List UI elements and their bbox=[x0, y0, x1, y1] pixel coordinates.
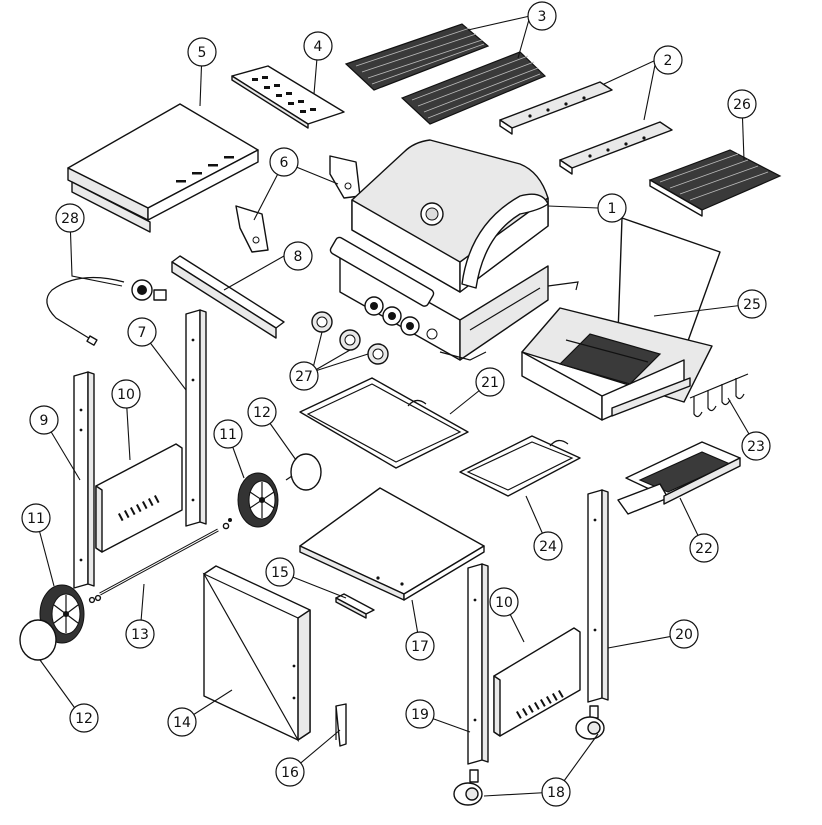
callout-6: 6 bbox=[269, 147, 299, 177]
svg-text:28: 28 bbox=[61, 211, 79, 227]
part-caster-right bbox=[575, 705, 605, 740]
callout-15: 15 bbox=[265, 557, 295, 587]
svg-text:21: 21 bbox=[481, 375, 499, 391]
part-side-burner bbox=[521, 217, 721, 421]
svg-text:2: 2 bbox=[664, 53, 673, 69]
callout-13: 13 bbox=[125, 619, 155, 649]
svg-text:17: 17 bbox=[411, 639, 429, 655]
svg-text:13: 13 bbox=[131, 627, 149, 643]
callout-11-lower: 11 bbox=[21, 503, 51, 533]
callout-10-right: 10 bbox=[489, 587, 519, 617]
svg-text:24: 24 bbox=[539, 539, 557, 555]
part-hubcap-upper bbox=[285, 453, 322, 491]
svg-text:7: 7 bbox=[138, 325, 147, 341]
svg-text:15: 15 bbox=[271, 565, 289, 581]
svg-text:16: 16 bbox=[281, 765, 299, 781]
part-leg-front-left bbox=[73, 371, 95, 589]
callout-14: 14 bbox=[167, 707, 197, 737]
part-leg-front-center bbox=[467, 563, 489, 765]
svg-text:10: 10 bbox=[495, 595, 513, 611]
callout-23: 23 bbox=[741, 431, 771, 461]
svg-text:12: 12 bbox=[75, 711, 93, 727]
callout-21: 21 bbox=[475, 367, 505, 397]
callout-7: 7 bbox=[127, 317, 157, 347]
svg-text:27: 27 bbox=[295, 369, 313, 385]
svg-text:22: 22 bbox=[695, 541, 713, 557]
callout-24: 24 bbox=[533, 531, 563, 561]
callout-12-upper: 12 bbox=[247, 397, 277, 427]
part-infrared-burner bbox=[617, 441, 741, 515]
svg-text:9: 9 bbox=[40, 413, 49, 429]
svg-text:6: 6 bbox=[280, 155, 289, 171]
part-leg-rear-far bbox=[587, 489, 609, 703]
callout-16: 16 bbox=[275, 757, 305, 787]
part-door-handle bbox=[335, 703, 347, 747]
part-warming-rack bbox=[648, 149, 782, 217]
callout-8: 8 bbox=[283, 241, 313, 271]
part-rear-rail bbox=[171, 255, 285, 339]
part-hubcap-lower bbox=[19, 619, 57, 661]
svg-text:20: 20 bbox=[675, 627, 693, 643]
svg-text:18: 18 bbox=[547, 785, 565, 801]
callout-27: 27 bbox=[289, 361, 319, 391]
svg-text:5: 5 bbox=[198, 45, 207, 61]
part-drip-tray bbox=[299, 377, 469, 469]
callout-26: 26 bbox=[727, 89, 757, 119]
svg-text:23: 23 bbox=[747, 439, 765, 455]
svg-text:10: 10 bbox=[117, 387, 135, 403]
svg-text:19: 19 bbox=[411, 707, 429, 723]
part-side-panel-left bbox=[95, 443, 183, 553]
part-door-panel bbox=[202, 565, 311, 743]
part-axle bbox=[88, 518, 232, 604]
part-tool-hooks bbox=[689, 373, 749, 418]
svg-text:1: 1 bbox=[608, 201, 617, 217]
part-leg-rear-right bbox=[185, 309, 207, 527]
callout-9: 9 bbox=[29, 405, 59, 435]
part-bottom-shelf bbox=[299, 487, 485, 601]
callout-25: 25 bbox=[737, 289, 767, 319]
part-flame-tamers bbox=[499, 81, 673, 175]
svg-text:11: 11 bbox=[219, 427, 237, 443]
svg-text:14: 14 bbox=[173, 715, 191, 731]
svg-text:25: 25 bbox=[743, 297, 761, 313]
callout-11-upper: 11 bbox=[213, 419, 243, 449]
part-wheel-upper bbox=[237, 472, 279, 528]
callout-22: 22 bbox=[689, 533, 719, 563]
svg-text:8: 8 bbox=[294, 249, 303, 265]
part-side-panel-right bbox=[493, 627, 581, 737]
svg-text:11: 11 bbox=[27, 511, 45, 527]
callout-4: 4 bbox=[303, 31, 333, 61]
part-heat-plate bbox=[231, 65, 345, 129]
callout-19: 19 bbox=[405, 699, 435, 729]
callout-18: 18 bbox=[541, 777, 571, 807]
part-side-shelf bbox=[67, 103, 259, 233]
callout-1: 1 bbox=[597, 193, 627, 223]
part-shelf-bracket bbox=[335, 593, 375, 619]
callout-17: 17 bbox=[405, 631, 435, 661]
part-caster-left bbox=[453, 769, 483, 806]
part-control-knobs bbox=[311, 311, 389, 365]
callout-20: 20 bbox=[669, 619, 699, 649]
part-regulator-hose bbox=[46, 276, 167, 346]
part-cooking-grates bbox=[344, 23, 547, 125]
callout-28: 28 bbox=[55, 203, 85, 233]
svg-text:12: 12 bbox=[253, 405, 271, 421]
callout-10-left: 10 bbox=[111, 379, 141, 409]
svg-text:26: 26 bbox=[733, 97, 751, 113]
callout-2: 2 bbox=[653, 45, 683, 75]
svg-text:4: 4 bbox=[314, 39, 323, 55]
callout-12-lower: 12 bbox=[69, 703, 99, 733]
callout-3: 3 bbox=[527, 1, 557, 31]
part-grease-tray bbox=[459, 435, 581, 497]
callout-5: 5 bbox=[187, 37, 217, 67]
svg-text:3: 3 bbox=[538, 9, 547, 25]
part-grill-head bbox=[329, 139, 579, 361]
